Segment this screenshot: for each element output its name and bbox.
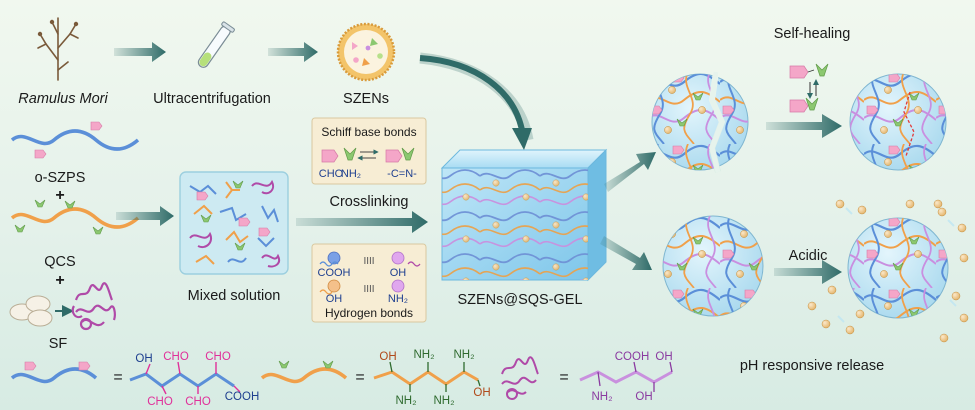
arrow-gel-to-ph-release [600,236,652,270]
label-ramulus-mori: Ramulus Mori [18,91,108,107]
arrow-szens-to-gel [419,55,525,131]
releasing-sphere-icon [807,199,969,343]
formula-qcs-oh-bot: OH [473,387,490,399]
label-szens: SZENs [343,91,389,107]
arrow-gel-to-self-healing [604,152,656,192]
formula-qcs-nh2-bot2: NH₂ [433,395,454,407]
formula-szps-cho-bot2: CHO [185,396,211,408]
formula-sf-cooh: COOH [615,351,650,363]
schiff-imine: -C=N- [387,168,417,180]
formula-szps-cho-top1: CHO [163,351,189,363]
vesicle-icon [336,22,396,82]
silk-fibroin-icon [71,282,116,331]
formula-qcs: = OH NH₂ NH₂ NH₂ NH₂ OH [260,349,491,407]
formula-szps-cho-bot1: CHO [147,396,173,408]
hbond-oh-left: OH [326,293,343,305]
formula-szps-cooh: COOH [225,391,260,403]
formula-qcs-equals: = [355,369,364,386]
formula-szps-cho-top2: CHO [205,351,231,363]
label-acidic: Acidic [789,248,828,264]
formula-sf-nh2: NH₂ [591,391,612,403]
label-self-healing: Self-healing [774,26,851,42]
cocoon-icon [9,295,53,327]
o-szps-chain [10,121,140,159]
twig-icon [37,17,79,81]
schiff-base-panel: Schiff base bonds CHO NH₂ -C=N- [311,117,427,185]
formula-qcs-oh-top: OH [379,351,396,363]
hbond-cooh: COOH [318,267,351,279]
schiff-cho: CHO [319,168,344,180]
hydrogen-bond-panel: COOH IIII OH OH IIII NH₂ Hydrogen bonds [311,243,427,323]
hbond-title: Hydrogen bonds [325,306,413,320]
formula-qcs-nh2-bot1: NH₂ [395,395,416,407]
hbond-dash-2: IIII [363,284,374,295]
hbond-oh-right: OH [390,267,407,279]
qcs-chain [10,199,140,235]
plus-sign-2: + [55,272,64,289]
formula-sf-oh-top: OH [655,351,672,363]
test-tube-icon [197,21,235,68]
arrow-crosslinking [296,211,428,233]
arrow-to-ultracentrifugation [114,42,166,62]
arrow-acidic [774,260,842,284]
arrow-to-mixed-solution [116,206,174,226]
arrow-szens-to-gel-head [512,128,532,150]
label-crosslinking: Crosslinking [330,194,409,210]
schiff-title: Schiff base bonds [321,125,416,139]
formula-sf-oh-bot: OH [635,391,652,403]
formula-szps-oh: OH [135,353,152,365]
formula-szps: = OH CHO CHO CHO CHO COOH [10,351,260,408]
hbond-dash-1: IIII [363,256,374,267]
label-gel: SZENs@SQS-GEL [457,292,582,308]
label-o-szps: o-SZPS [35,170,86,186]
mixed-solution-box [179,171,289,275]
gel-block-icon [440,148,608,282]
network-sphere-icon [651,71,749,173]
label-mixed-solution: Mixed solution [188,288,281,304]
formula-szps-equals: = [113,369,122,386]
hbond-nh2: NH₂ [388,293,408,305]
arrow-self-healing [766,114,842,138]
schiff-switch-icon [789,63,829,113]
formula-sf: = COOH OH NH₂ OH [501,351,673,403]
label-ph-release: pH responsive release [740,358,884,374]
label-sf: SF [49,336,68,352]
label-qcs: QCS [44,254,75,270]
loaded-sphere-icon [662,215,764,317]
formula-sf-equals: = [559,369,568,386]
plus-sign-1: + [55,187,64,204]
schiff-nh2: NH₂ [341,168,361,180]
healed-sphere-icon [849,73,947,171]
label-ultracentrifugation: Ultracentrifugation [153,91,271,107]
arrow-to-szens [268,42,318,62]
formula-qcs-nh2-top1: NH₂ [413,349,434,361]
formula-qcs-nh2-top2: NH₂ [453,349,474,361]
